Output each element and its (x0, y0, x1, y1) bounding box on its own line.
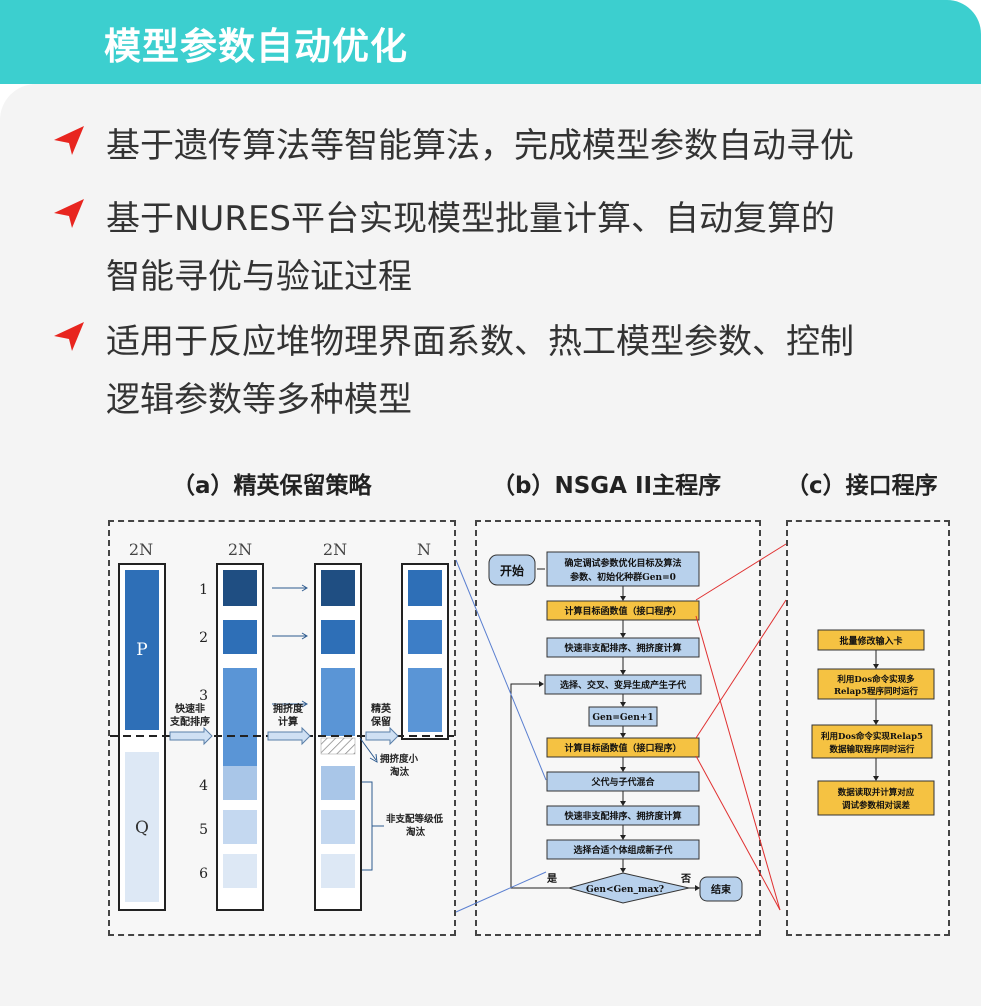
flow-step-6 (546, 737, 700, 758)
title-bar: 模型参数自动优化 (0, 0, 981, 84)
yes-label: 是 (546, 873, 557, 885)
svg-text:确定调试参数优化目标及算法: 确定调试参数优化目标及算法 (564, 557, 681, 569)
elite-label-2: 保留 (370, 715, 391, 728)
rank-4: 4 (199, 778, 208, 794)
col-head-2: 2N (228, 540, 252, 559)
svg-text:结束: 结束 (711, 883, 732, 896)
svg-text:计算目标函数值（接口程序）: 计算目标函数值（接口程序） (564, 605, 681, 617)
caption-a: （a）精英保留策略 (172, 473, 372, 499)
flow-step-4 (544, 674, 702, 695)
svg-text:Relap5程序同时运行: Relap5程序同时运行 (834, 686, 919, 697)
panel-nsga-main: 开始 确定调试参数优化目标及算法 参数、初始化种群Gen=0 计算目标函数值（接… (475, 520, 761, 936)
rank-3: 3 (199, 688, 208, 704)
start-label: 开始 (500, 563, 524, 578)
panel-elite-strategy: 2N 2N 2N N P Q 1 2 3 4 5 6 (108, 520, 456, 936)
svg-text:选择、交叉、变异生成产生子代: 选择、交叉、变异生成产生子代 (560, 679, 686, 691)
offspring-block-q (125, 752, 159, 902)
svg-text:父代与子代混合: 父代与子代混合 (590, 776, 655, 788)
crowd-label-1: 拥挤度 (273, 702, 304, 715)
svg-text:利用Dos命令实现Relap5: 利用Dos命令实现Relap5 (820, 731, 923, 742)
iface-step-4 (817, 780, 935, 816)
crowd-elim-2: 淘汰 (390, 766, 410, 778)
crowd-label-2: 计算 (278, 715, 298, 728)
no-label: 否 (680, 873, 691, 885)
interface-flowchart: 批量修改输入卡 利用Dos命令实现多 Relap5程序同时运行 利用Dos命令实… (811, 629, 935, 816)
svg-text:快速非支配排序、拥挤度计算: 快速非支配排序、拥挤度计算 (564, 810, 681, 822)
parent-block-p (125, 570, 159, 730)
nsga-flowchart: 开始 确定调试参数优化目标及算法 参数、初始化种群Gen=0 计算目标函数值（接… (488, 551, 743, 904)
crowd-elim-1: 拥挤度小 (380, 753, 419, 765)
flow-step-8 (546, 805, 700, 826)
col-head-1: 2N (129, 540, 153, 559)
bullet-text: 适用于反应堆物理界面系数、热工模型参数、控制逻辑参数等多种模型 (106, 322, 854, 420)
start-node (488, 554, 536, 586)
svg-text:数据读取并计算对应: 数据读取并计算对应 (838, 787, 915, 798)
p-label: P (136, 640, 147, 660)
flow-step-2 (546, 600, 700, 621)
rank-5: 5 (199, 822, 208, 838)
flow-step-9 (546, 839, 700, 860)
svg-text:利用Dos命令实现多: 利用Dos命令实现多 (836, 674, 915, 685)
svg-text:Gen<Gen_max?: Gen<Gen_max? (586, 885, 664, 895)
svg-text:批量修改输入卡: 批量修改输入卡 (839, 635, 902, 647)
iface-step-3 (811, 724, 933, 759)
panel-interface: 批量修改输入卡 利用Dos命令实现多 Relap5程序同时运行 利用Dos命令实… (786, 520, 950, 936)
bullet-arrow-icon (54, 126, 84, 155)
bullet-arrow-icon (54, 322, 84, 351)
svg-text:数据输取程序同时运行: 数据输取程序同时运行 (829, 744, 915, 755)
elite-label-1: 精英 (371, 702, 392, 715)
decision-node (567, 872, 690, 904)
caption-c: （c）接口程序 (786, 473, 938, 499)
elite-strategy-diagram: 2N 2N 2N N P Q 1 2 3 4 5 6 (110, 540, 454, 911)
rank-6: 6 (199, 866, 208, 882)
bullet-text: 基于遗传算法等智能算法，完成模型参数自动寻优 (106, 126, 854, 166)
svg-text:调试参数相对误差: 调试参数相对误差 (842, 800, 911, 811)
end-node (699, 876, 743, 902)
flow-step-7 (546, 771, 700, 792)
flow-step-3 (546, 637, 700, 658)
sort-label-2: 支配排序 (169, 715, 210, 728)
flow-step-5 (588, 706, 658, 727)
iface-step-2 (817, 668, 935, 700)
sort-label-1: 快速非 (174, 702, 205, 715)
flow-step-1 (546, 551, 700, 587)
dom-elim-1: 非支配等级低 (386, 813, 444, 825)
bullet-text: 基于NURES平台实现模型批量计算、自动复算的智能寻优与验证过程 (106, 199, 836, 297)
q-label: Q (135, 818, 149, 838)
slide-title: 模型参数自动优化 (104, 25, 408, 68)
caption-b: （b）NSGA II主程序 (492, 473, 722, 499)
rank-2: 2 (199, 630, 208, 646)
svg-text:参数、初始化种群Gen=0: 参数、初始化种群Gen=0 (570, 571, 676, 583)
svg-text:Gen=Gen+1: Gen=Gen+1 (592, 713, 653, 723)
svg-text:计算目标函数值（接口程序）: 计算目标函数值（接口程序） (564, 742, 681, 754)
svg-text:快速非支配排序、拥挤度计算: 快速非支配排序、拥挤度计算 (564, 642, 681, 654)
col-head-3: 2N (323, 540, 347, 559)
iface-step-1 (817, 629, 925, 651)
dom-elim-2: 淘汰 (406, 826, 426, 838)
rank-1: 1 (199, 582, 208, 598)
bullet-arrow-icon (54, 199, 84, 228)
col-head-4: N (417, 540, 431, 559)
svg-text:选择合适个体组成新子代: 选择合适个体组成新子代 (573, 844, 672, 856)
